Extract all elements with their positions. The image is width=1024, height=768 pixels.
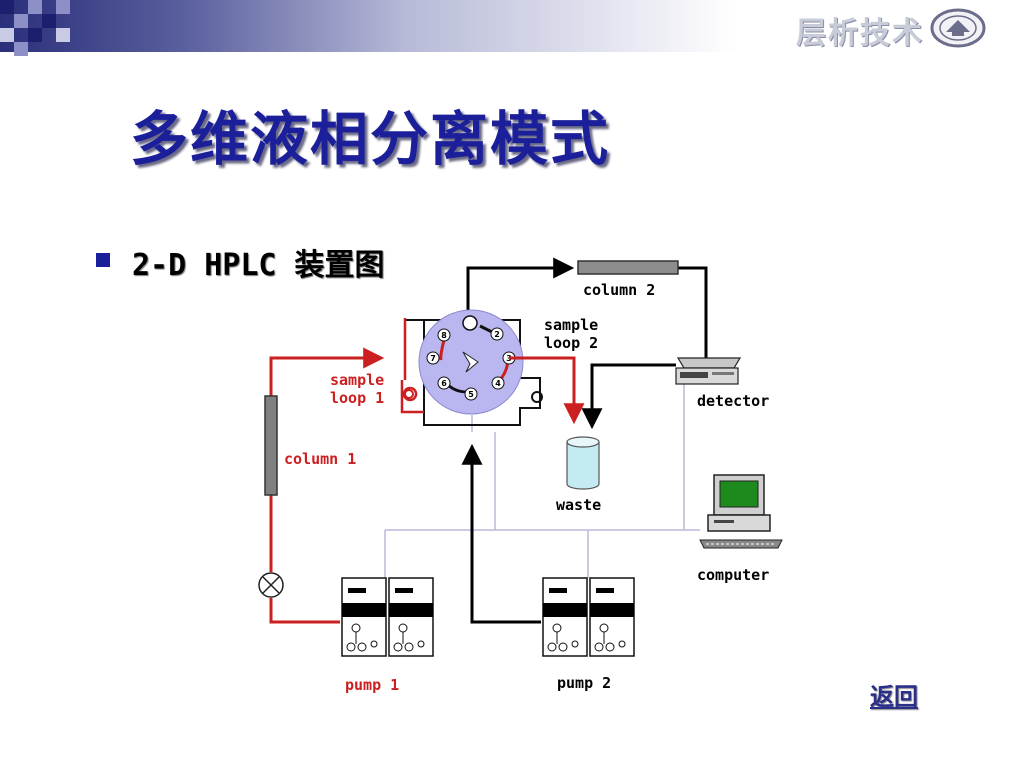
bullet-text: 2-D HPLC 装置图 <box>132 248 385 283</box>
detector-label: detector <box>697 392 769 410</box>
bullet-square-icon <box>96 253 110 267</box>
pump2 <box>542 577 635 657</box>
waste-container <box>566 436 600 490</box>
sample-loop1 <box>400 318 424 414</box>
valve-port-label: 6 <box>441 379 447 388</box>
mixer-icon <box>258 572 284 598</box>
valve-port-label: 2 <box>494 330 500 339</box>
university-seal-icon <box>930 8 986 48</box>
sample-loop2-label: sample <box>544 316 598 334</box>
valve-port-label: 5 <box>468 390 474 399</box>
header-checker-pattern <box>0 0 70 56</box>
valve-port-label: 8 <box>441 331 447 340</box>
pump1 <box>341 577 434 657</box>
header-band <box>0 0 1024 52</box>
waste-label: waste <box>556 496 601 514</box>
communication-lines <box>384 383 700 578</box>
detector <box>675 357 742 385</box>
valve-to-waste-red-line <box>509 356 585 425</box>
valve-port-label: 7 <box>430 354 436 363</box>
valve-port-label: 4 <box>495 379 501 388</box>
sample-loop2-label: loop 2 <box>544 334 598 352</box>
slide-title: 多维液相分离模式 <box>130 105 611 173</box>
pump2-flow-line <box>461 443 541 624</box>
computer-icon <box>699 474 783 549</box>
valve-port-1-icon <box>462 315 478 331</box>
pump1-label: pump 1 <box>345 676 399 694</box>
sample-loop1-label: sample <box>330 371 384 389</box>
column2-label: column 2 <box>583 281 655 299</box>
detector-to-waste-line <box>581 363 676 430</box>
column1 <box>264 395 278 496</box>
sample-loop1-label: loop 1 <box>330 389 384 407</box>
column2 <box>577 260 679 275</box>
column2-flow-line <box>466 257 708 358</box>
return-link[interactable]: 返回 <box>870 683 918 711</box>
valve-housing <box>405 319 541 426</box>
column1-flow-red-line <box>269 598 340 624</box>
computer-label: computer <box>697 566 769 584</box>
pump2-label: pump 2 <box>557 674 611 692</box>
column1-label: column 1 <box>284 450 356 468</box>
header-logo-text: 层析技术 <box>796 16 924 51</box>
